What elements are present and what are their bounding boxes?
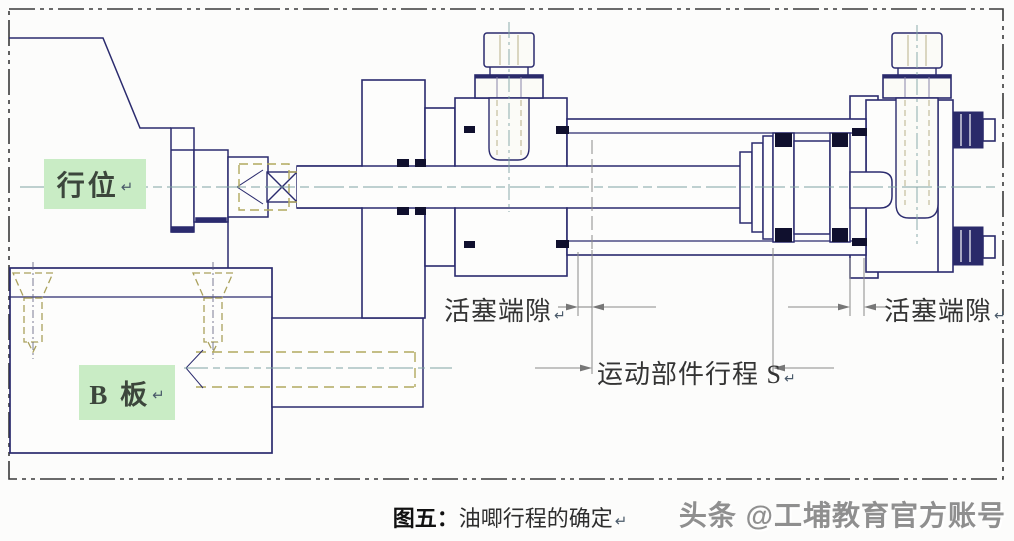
b-plate-label-text: B 板 [89, 380, 151, 410]
screw-centerlines [32, 262, 214, 359]
core-pull-bracket [185, 317, 424, 408]
return-mark: ↵ [554, 309, 566, 324]
b-plate-label: B 板↵ [79, 365, 175, 420]
return-mark: ↵ [120, 179, 134, 196]
drawing-border [8, 8, 1004, 480]
slider-label-text: 行位 [56, 171, 119, 202]
clearance-left-text: 活塞端隙 [444, 297, 553, 326]
piston-seal-rings [775, 133, 848, 242]
slider-label: 行位↵ [44, 159, 146, 209]
figure-caption: 图五：油唧行程的确定↵ [330, 501, 690, 533]
end-cap-bolts [952, 111, 996, 266]
return-mark: ↵ [783, 372, 796, 387]
return-mark: ↵ [614, 514, 628, 530]
b-plate-outline [9, 267, 273, 454]
dimension-arrows [566, 303, 876, 372]
dimension-extension-lines [577, 140, 865, 374]
stroke-text: 运动部件行程 S [597, 360, 782, 389]
watermark-text: 头条 @工埔教育官方账号 [678, 500, 1006, 531]
clearance-right-text: 活塞端隙 [884, 297, 993, 326]
return-mark: ↵ [994, 309, 1006, 324]
clearance-left-label: 活塞端隙↵ [444, 291, 566, 328]
centerlines [20, 22, 1000, 369]
slider-body-outline [9, 37, 269, 268]
seal-marks [397, 126, 867, 248]
dimension-lines [535, 306, 886, 369]
clearance-right-label: 活塞端隙↵ [884, 291, 1006, 328]
watermark: 头条 @工埔教育官方账号 [650, 494, 1006, 534]
figure-title: 油唧行程的确定 [458, 506, 613, 531]
stroke-label: 运动部件行程 S↵ [597, 354, 796, 391]
return-mark: ↵ [152, 388, 165, 404]
figure-number: 图五： [392, 506, 459, 531]
